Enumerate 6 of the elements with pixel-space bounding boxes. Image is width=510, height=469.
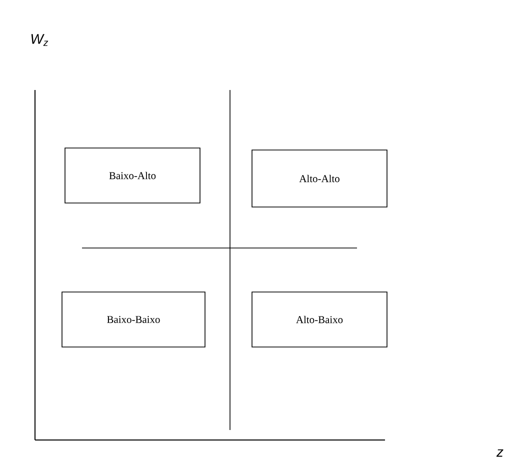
quadrant-box: Alto-Baixo (252, 292, 388, 348)
quadrant-box: Alto-Alto (252, 150, 388, 208)
axis-label: z (496, 449, 504, 457)
quadrant-box: Baixo-Baixo (62, 292, 206, 348)
quadrant-box: Baixo-Alto (64, 148, 200, 204)
axis-label: W$_{z}$ (31, 34, 48, 46)
